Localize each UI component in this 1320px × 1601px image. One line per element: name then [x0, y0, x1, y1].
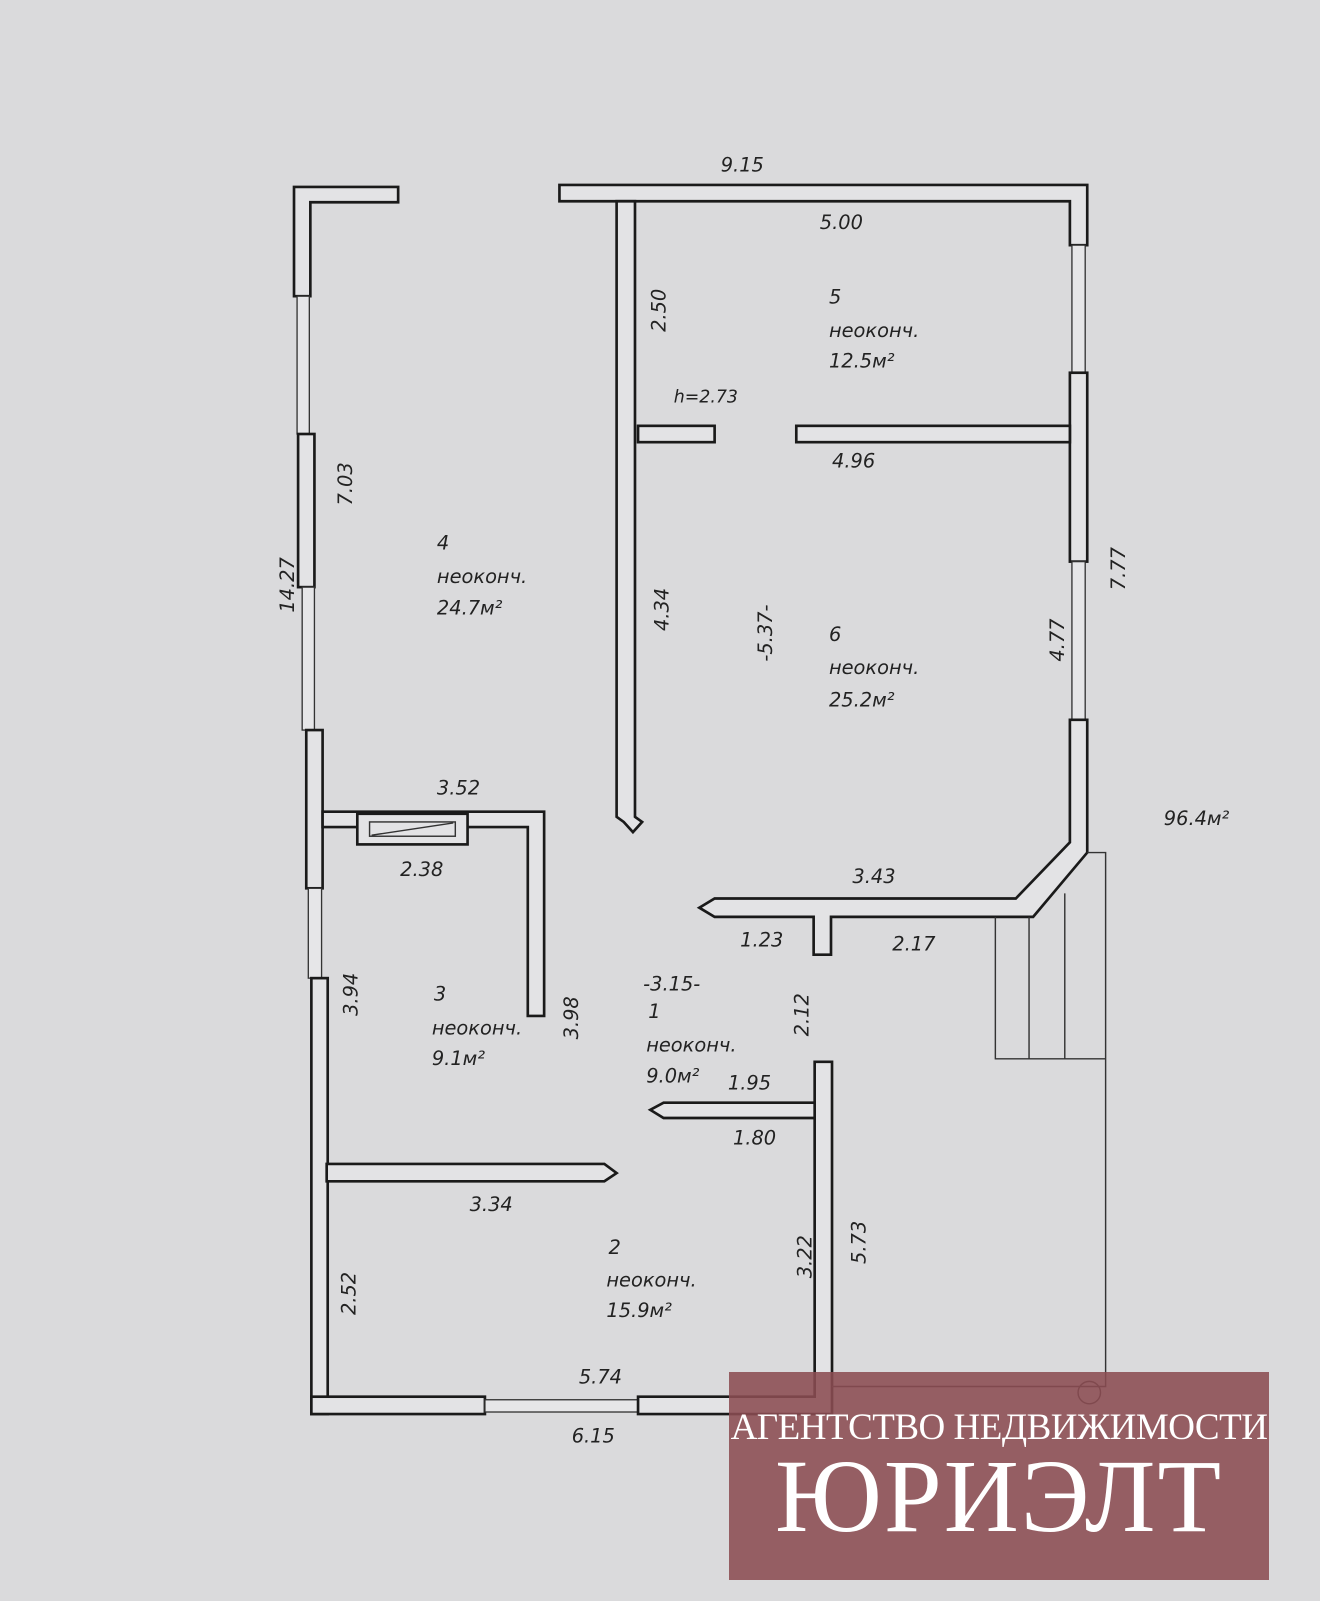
dim-top-outer: 9.15: [721, 154, 764, 177]
dim-1-80: 1.80: [733, 1127, 776, 1150]
room-number: 4: [437, 531, 449, 554]
room-area: 9.1м²: [432, 1047, 485, 1070]
dim-room6-bottom: 3.43: [852, 865, 895, 888]
dim-bottom-inner: 5.74: [579, 1365, 622, 1388]
dim-room3-right: 3.98: [560, 996, 583, 1039]
room-labels: 1 неоконч. 9.0м² 2 неоконч. 15.9м² 3 неоконч.…: [432, 285, 919, 1322]
room-number: 3: [434, 983, 446, 1006]
dim-room3-left: 3.94: [339, 973, 362, 1016]
dim-center-length: -5.37-: [754, 605, 777, 662]
room-status: неоконч.: [646, 1034, 736, 1057]
dim-room1-width: -3.15-: [643, 972, 700, 995]
room-status: неоконч.: [829, 656, 919, 679]
walls: [292, 183, 1107, 1416]
dim-fireplace: 2.38: [400, 858, 443, 881]
dim-left-upper: 7.03: [334, 462, 357, 505]
dim-room2-top: 3.34: [470, 1193, 513, 1216]
watermark-agency-line: АГЕНТСТВО НЕДВИЖИМОСТИ: [730, 1407, 1268, 1448]
stairs: [832, 851, 1107, 1388]
room-number: 5: [829, 285, 841, 308]
room-number: 6: [829, 623, 841, 646]
room-1-label: 1 неоконч. 9.0м²: [646, 1000, 736, 1087]
room-status: неоконч.: [606, 1268, 696, 1291]
dim-room1-side: 2.12: [791, 993, 814, 1036]
fireplace: [355, 812, 469, 846]
dim-room5-depth: 2.50: [648, 289, 671, 332]
room-status: неоконч.: [437, 565, 527, 588]
room-status: неоконч.: [432, 1016, 522, 1039]
room-area: 15.9м²: [606, 1299, 672, 1322]
room-5-label: 5 неоконч. 12.5м²: [829, 285, 919, 372]
room-status: неоконч.: [829, 319, 919, 342]
room-number: 1: [648, 1000, 660, 1023]
dim-room5-width: 5.00: [820, 211, 863, 234]
room-area: 9.0м²: [646, 1064, 699, 1087]
room-area: 25.2м²: [829, 689, 895, 712]
dim-left-total: 14.27: [276, 557, 299, 613]
dim-room3-top: 3.52: [437, 776, 480, 799]
agency-watermark: АГЕНТСТВО НЕДВИЖИМОСТИ ЮРИЭЛТ: [729, 1372, 1269, 1580]
dim-corridor-wall: 4.34: [651, 588, 674, 631]
room-2-label: 2 неоконч. 15.9м²: [606, 1236, 696, 1322]
dim-room1-right-top: 2.17: [892, 933, 936, 956]
dim-room2-right-outer: 5.73: [848, 1221, 871, 1264]
room-3-label: 3 неоконч. 9.1м²: [432, 983, 522, 1070]
ceiling-height: h=2.73: [674, 387, 738, 407]
room-number: 2: [608, 1236, 620, 1259]
dim-1-95: 1.95: [728, 1071, 771, 1094]
room-6-label: 6 неоконч. 25.2м²: [829, 623, 919, 711]
dim-right-outer: 7.77: [1107, 546, 1130, 590]
dim-room6-top: 4.96: [832, 450, 875, 473]
total-area: 96.4м²: [1164, 807, 1230, 830]
room-area: 12.5м²: [829, 350, 895, 373]
dim-stub: 1.23: [740, 928, 783, 951]
room-area: 24.7м²: [437, 597, 503, 620]
watermark-brand-name: ЮРИЭЛТ: [774, 1439, 1223, 1554]
dim-room2-left: 2.52: [337, 1272, 360, 1315]
room-4-label: 4 неоконч. 24.7м²: [437, 531, 527, 619]
dim-room2-right-inner: 3.22: [794, 1235, 817, 1278]
dim-bottom-outer: 6.15: [572, 1425, 615, 1448]
dim-right-inner: 4.77: [1046, 618, 1069, 662]
